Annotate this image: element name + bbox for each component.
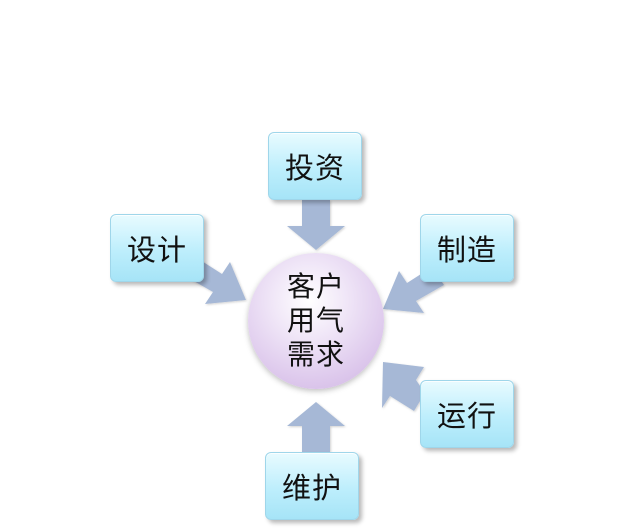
node-invest: 投资 (268, 132, 362, 200)
center-node: 客户 用气 需求 (248, 253, 384, 389)
arrow-maintain-to-center (287, 402, 345, 452)
center-line-3: 需求 (286, 338, 345, 371)
node-operate: 运行 (420, 380, 514, 448)
node-maintain: 维护 (265, 452, 359, 520)
node-design: 设计 (110, 214, 204, 282)
center-line-2: 用气 (286, 304, 345, 337)
node-manufacture: 制造 (420, 214, 514, 282)
center-line-1: 客户 (286, 270, 345, 303)
arrow-invest-to-center (287, 200, 345, 250)
arrow-operate-to-center (382, 362, 425, 411)
